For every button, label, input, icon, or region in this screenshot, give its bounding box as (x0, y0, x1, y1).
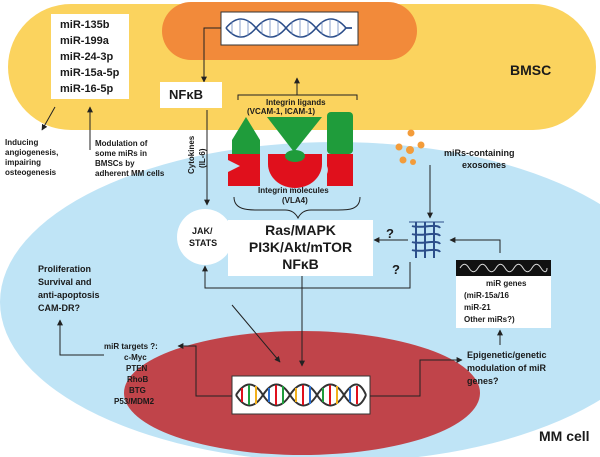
angiogenesis-note: osteogenesis (5, 168, 57, 177)
proliferation-line: anti-apoptosis (38, 290, 100, 300)
pathways-box: Ras/MAPK PI3K/Akt/mTOR NFκB (228, 220, 373, 276)
question-mark-bottom: ? (392, 262, 400, 277)
mm-cell-label: MM cell (539, 428, 590, 444)
integrin-ligands-shapes (232, 112, 353, 154)
exosomes-label-1: miRs-containing (444, 148, 515, 158)
molecule-brace (233, 196, 361, 220)
cytokines-il6: (IL-6) (198, 148, 207, 168)
nfkb-bmsc-box: NFκB (160, 82, 222, 108)
integrin-molecules-sub: (VLA4) (282, 196, 308, 205)
epigenetic-line: genes? (467, 376, 499, 386)
mir-targets-title: miR targets ?: (104, 342, 158, 351)
integrin-molecules-shapes (228, 150, 353, 188)
mir-genes-box: miR genes (miR-15a/16 miR-21 Other miRs?… (456, 276, 551, 328)
exosome-particles (395, 129, 425, 165)
angiogenesis-note: Inducing (5, 138, 39, 147)
pathway-pi3k: PI3K/Akt/mTOR (248, 239, 353, 255)
epigenetic-line: modulation of miR (467, 363, 546, 373)
angiogenesis-note: impairing (5, 158, 42, 167)
receptor (409, 221, 444, 258)
mir-list-item: miR-199a (60, 35, 109, 47)
mir-list-box: miR-135b miR-199a miR-24-3p miR-15a-5p m… (51, 14, 129, 99)
angiogenesis-note: angiogenesis, (5, 148, 59, 157)
mir-target-item: RhoB (127, 375, 149, 384)
pathway-nfkb: NFκB (282, 256, 319, 272)
nfkb-bmsc-label: NFκB (169, 87, 203, 102)
integrin-ligands-sub: (VCAM-1, ICAM-1) (247, 107, 315, 116)
jak-stats-circle (177, 209, 233, 265)
integrin-molecules-title: Integrin molecules (258, 186, 329, 195)
mir-target-item: P53/MDM2 (114, 397, 155, 406)
mir-genes-line3: Other miRs?) (464, 315, 515, 324)
modulation-note: adherent MM cells (95, 169, 165, 178)
mir-genes-line2: miR-21 (464, 303, 491, 312)
arrows (41, 27, 503, 397)
dna-box-top (220, 11, 359, 46)
modulation-note: Modulation of (95, 139, 148, 148)
proliferation-line: Survival and (38, 277, 92, 287)
mir-list-item: miR-135b (60, 19, 110, 31)
proliferation-line: Proliferation (38, 264, 92, 274)
mir-genes-line1: (miR-15a/16 (464, 291, 509, 300)
mir-genes-dna-pattern (459, 263, 548, 273)
proliferation-line: CAM-DR? (38, 303, 80, 313)
pathway-ras-mapk: Ras/MAPK (265, 222, 336, 238)
cytokines-label: Cytokines (187, 135, 196, 174)
mir-target-item: PTEN (126, 364, 148, 373)
modulation-note: BMSCs by (95, 159, 135, 168)
mir-target-item: c-Myc (124, 353, 147, 362)
mir-genes-title: miR genes (486, 279, 527, 288)
dna-helix-bottom (235, 383, 367, 407)
exosomes-label-2: exosomes (462, 160, 507, 170)
mir-list-item: miR-24-3p (60, 51, 114, 63)
jak-label: JAK/ (192, 226, 213, 236)
bmsc-label: BMSC (510, 62, 552, 78)
stats-label: STATS (189, 238, 218, 248)
ligand-brace (237, 78, 358, 100)
question-mark-top: ? (386, 226, 394, 241)
mir-target-item: BTG (129, 386, 146, 395)
mir-genes-dna-bar (456, 260, 551, 276)
mir-list-item: miR-16-5p (60, 83, 114, 95)
integrin-ligands-title: Integrin ligands (266, 98, 326, 107)
epigenetic-line: Epigenetic/genetic (467, 350, 547, 360)
mir-list-item: miR-15a-5p (60, 67, 120, 79)
bmsc-cell-body (8, 4, 596, 130)
modulation-note: some miRs in (95, 149, 148, 158)
